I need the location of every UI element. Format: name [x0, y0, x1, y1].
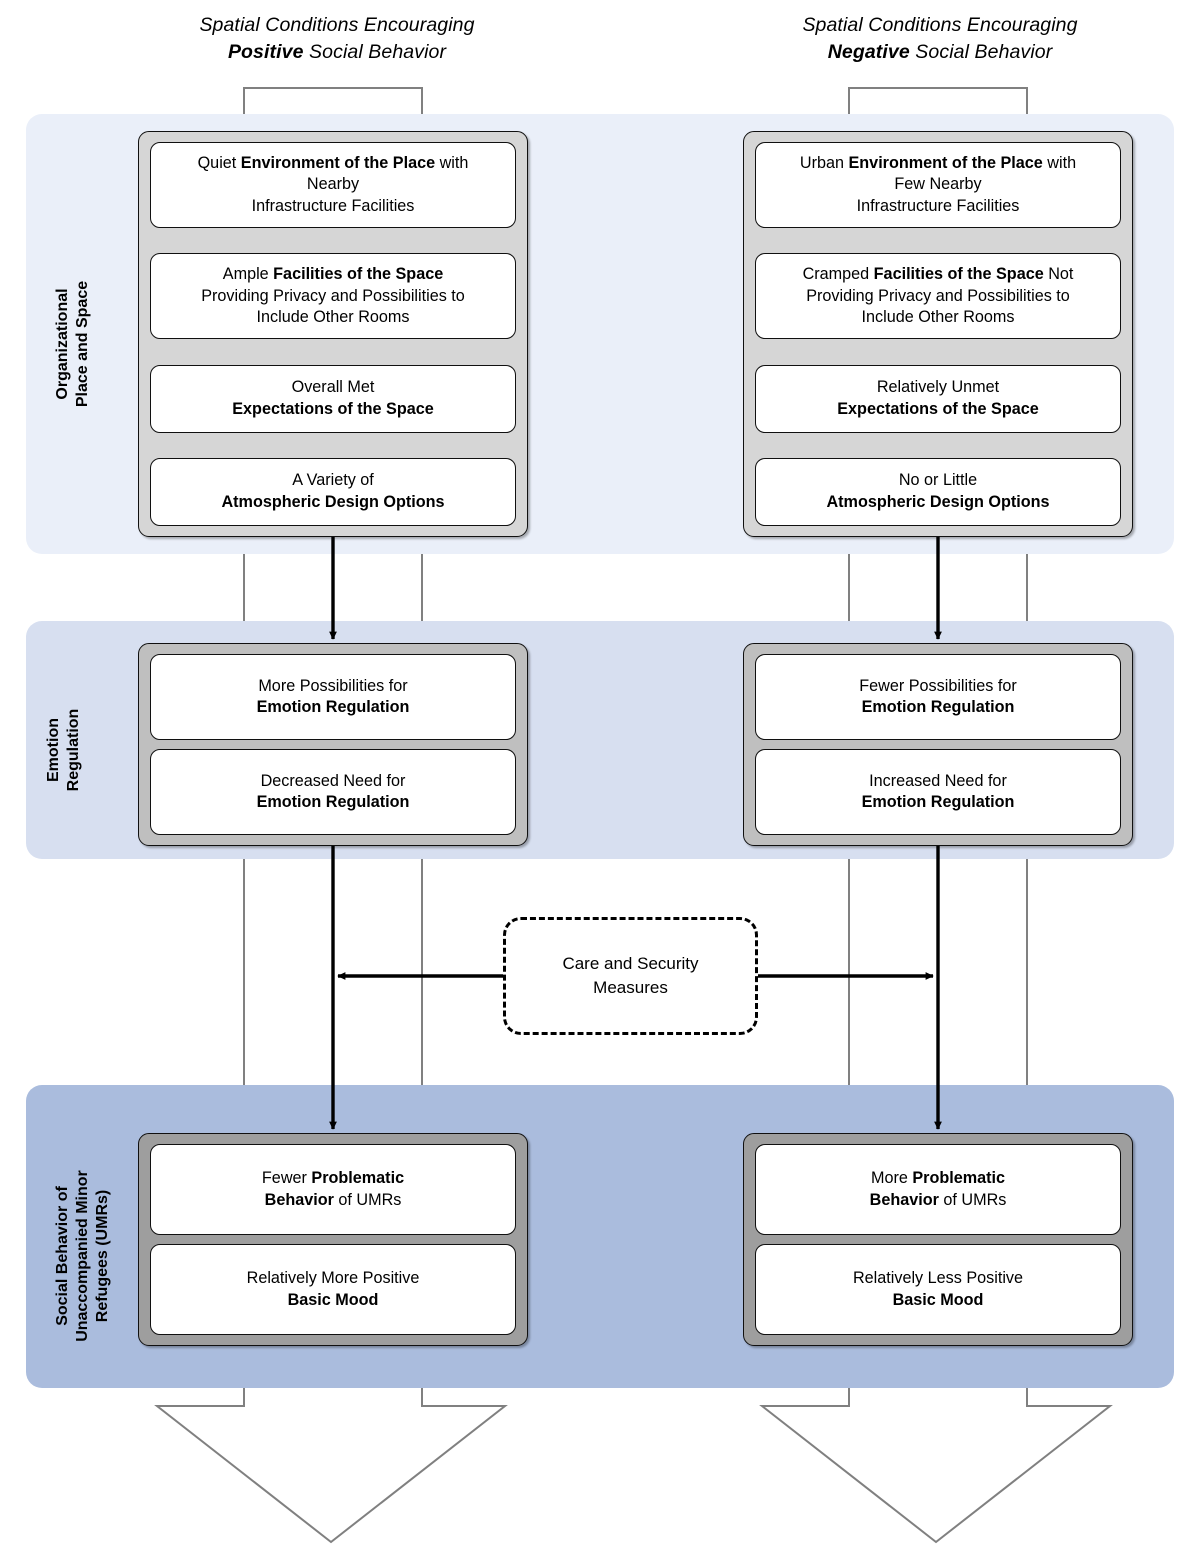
box-facilities-negative[interactable]: Cramped Facilities of the Space Not Prov…	[755, 253, 1121, 340]
box-text: More Problematic Behavior of UMRs	[869, 1169, 1007, 1209]
group-organizational-positive: Quiet Environment of the Place with Near…	[138, 131, 528, 537]
group-emotion-positive: More Possibilities for Emotion Regulatio…	[138, 643, 528, 846]
box-text: No or Little Atmospheric Design Options	[826, 471, 1050, 511]
box-text: Relatively Unmet Expectations of the Spa…	[837, 378, 1039, 418]
header-left-emphasis: Positive	[227, 41, 304, 63]
box-text: Fewer Problematic Behavior of UMRs	[261, 1169, 405, 1209]
box-expectations-positive[interactable]: Overall Met Expectations of the Space	[150, 364, 516, 433]
box-text: Cramped Facilities of the Space Not Prov…	[802, 265, 1074, 327]
box-text: Urban Environment of the Place with Few …	[799, 153, 1077, 215]
care-and-security-measures-box[interactable]: Care and Security Measures	[503, 917, 758, 1035]
group-social-negative: More Problematic Behavior of UMRs Relati…	[743, 1133, 1133, 1346]
band-label-social-behavior: Social Behavior of Unaccompanied Minor R…	[54, 1170, 111, 1342]
header-right-line2: Social Behavior	[909, 41, 1053, 63]
box-more-problematic-behavior[interactable]: More Problematic Behavior of UMRs	[755, 1144, 1121, 1235]
group-organizational-negative: Urban Environment of the Place with Few …	[743, 131, 1133, 537]
box-text: More Possibilities for Emotion Regulatio…	[256, 676, 410, 717]
header-left-line1: Spatial Conditions Encouraging	[199, 14, 475, 36]
box-atmospheric-negative[interactable]: No or Little Atmospheric Design Options	[755, 457, 1121, 526]
box-atmospheric-positive[interactable]: A Variety of Atmospheric Design Options	[150, 457, 516, 526]
box-text: Quiet Environment of the Place with Near…	[197, 153, 469, 215]
header-left-line2: Social Behavior	[303, 41, 447, 63]
box-increased-need-emotion[interactable]: Increased Need for Emotion Regulation	[755, 749, 1121, 835]
box-text: Increased Need for Emotion Regulation	[861, 771, 1015, 812]
box-text: Relatively More Positive Basic Mood	[246, 1269, 420, 1309]
band-label-emotion-regulation: Emotion Regulation	[45, 708, 82, 792]
box-more-possibilities-emotion[interactable]: More Possibilities for Emotion Regulatio…	[150, 654, 516, 740]
box-fewer-possibilities-emotion[interactable]: Fewer Possibilities for Emotion Regulati…	[755, 654, 1121, 740]
box-text: Relatively Less Positive Basic Mood	[852, 1269, 1024, 1309]
box-fewer-problematic-behavior[interactable]: Fewer Problematic Behavior of UMRs	[150, 1144, 516, 1235]
column-header-positive: Spatial Conditions Encouraging Positive …	[127, 12, 547, 66]
box-text: A Variety of Atmospheric Design Options	[221, 471, 445, 511]
box-environment-positive[interactable]: Quiet Environment of the Place with Near…	[150, 142, 516, 228]
header-right-line1: Spatial Conditions Encouraging	[802, 14, 1078, 36]
box-more-positive-basic-mood[interactable]: Relatively More Positive Basic Mood	[150, 1244, 516, 1335]
box-less-positive-basic-mood[interactable]: Relatively Less Positive Basic Mood	[755, 1244, 1121, 1335]
box-facilities-positive[interactable]: Ample Facilities of the Space Providing …	[150, 253, 516, 340]
box-expectations-negative[interactable]: Relatively Unmet Expectations of the Spa…	[755, 364, 1121, 433]
box-text: Decreased Need for Emotion Regulation	[256, 771, 410, 812]
column-header-negative: Spatial Conditions Encouraging Negative …	[730, 12, 1150, 66]
box-text: Overall Met Expectations of the Space	[232, 378, 434, 418]
box-text: Fewer Possibilities for Emotion Regulati…	[859, 676, 1017, 717]
box-environment-negative[interactable]: Urban Environment of the Place with Few …	[755, 142, 1121, 228]
group-emotion-negative: Fewer Possibilities for Emotion Regulati…	[743, 643, 1133, 846]
box-decreased-need-emotion[interactable]: Decreased Need for Emotion Regulation	[150, 749, 516, 835]
header-right-emphasis: Negative	[827, 41, 910, 63]
band-label-organizational: Organizational Place and Space	[54, 280, 91, 408]
group-social-positive: Fewer Problematic Behavior of UMRs Relat…	[138, 1133, 528, 1346]
box-text: Ample Facilities of the Space Providing …	[201, 265, 465, 327]
